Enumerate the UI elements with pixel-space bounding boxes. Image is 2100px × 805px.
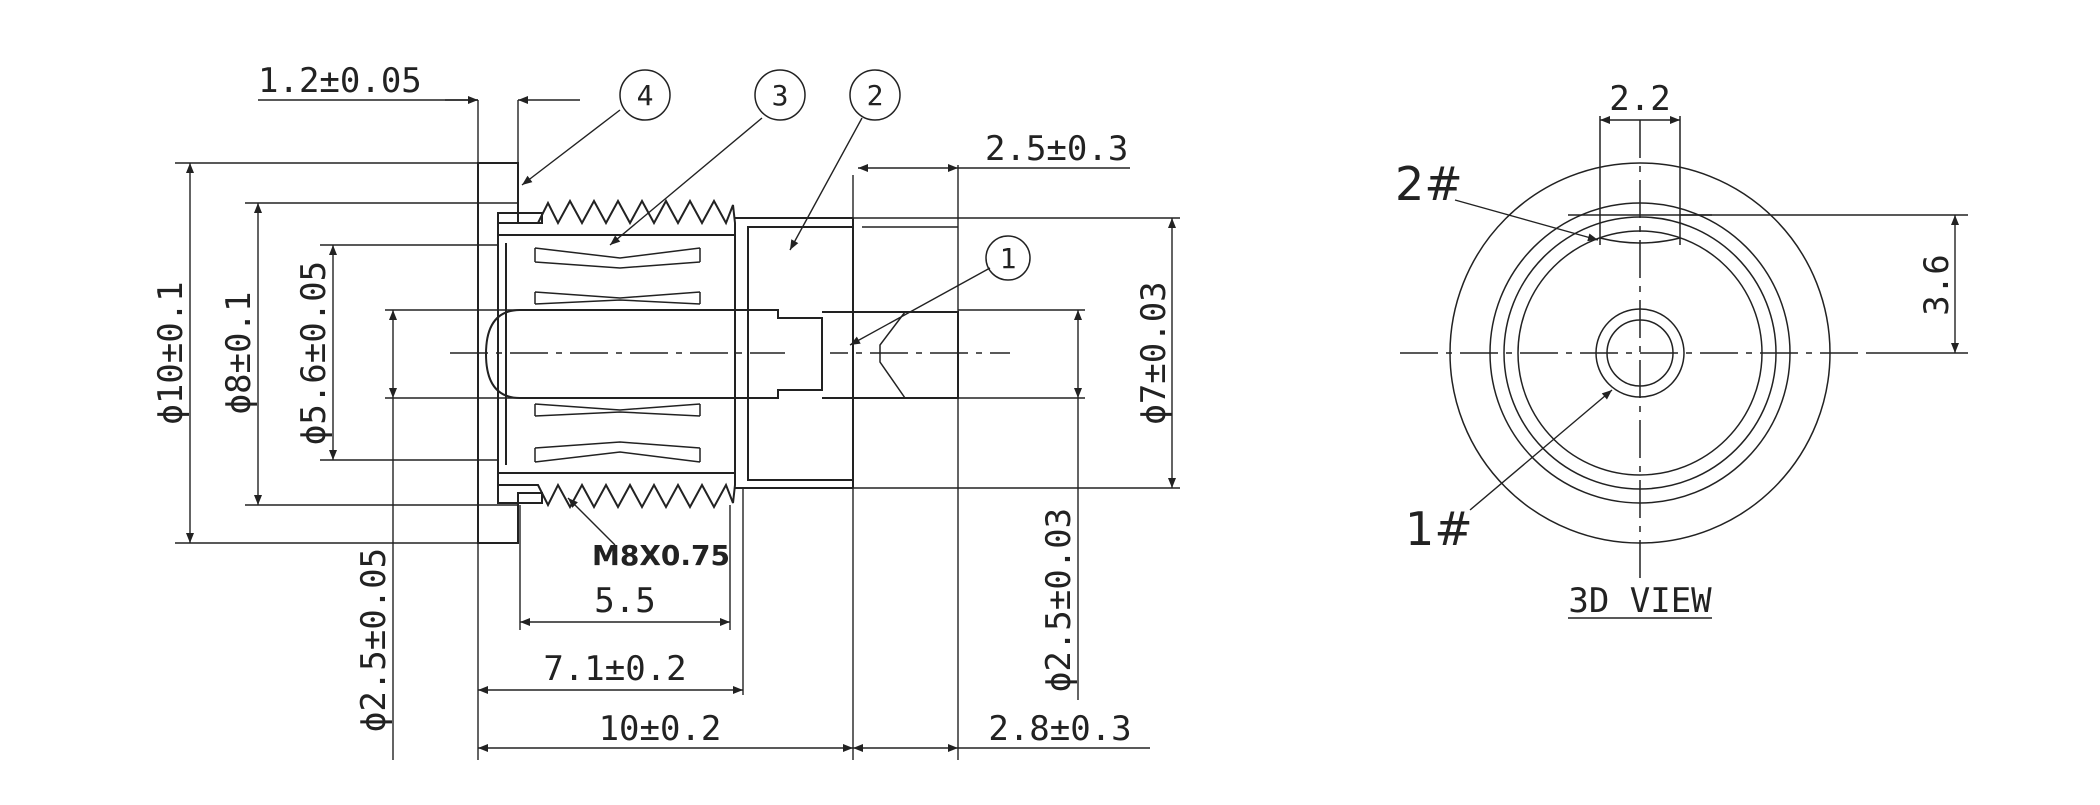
dim-slot-depth: 3.6 [1917, 254, 1957, 315]
view-title: 3D VIEW [1568, 581, 1712, 621]
dim-sleeve-length: 7.1±0.2 [543, 649, 686, 689]
pin-outer [1595, 308, 1685, 398]
balloon-4 [619, 69, 671, 121]
dim-contact-diameter: ϕ2.5±0.03 [1039, 508, 1079, 692]
thread-ring [1489, 202, 1791, 504]
label-1: 1# [1405, 502, 1473, 556]
dim-slot-width: 2.2 [1609, 79, 1670, 119]
dim-tip-extension: 2.8±0.3 [988, 709, 1131, 749]
thread-top [497, 198, 736, 236]
end-view: 2.2 3.6 2# 1# 3D VIEW [1395, 79, 1968, 621]
dim-pin-diameter: ϕ2.5±0.05 [354, 548, 394, 732]
dim-overall-length: 10±0.2 [599, 709, 722, 749]
side-view: 4 3 2 1 1.2±0.05 2.5±0.3 ϕ10±0.1 ϕ8±0.1 … [151, 61, 1180, 760]
balloon-2 [849, 69, 901, 121]
dim-inner-diameter: ϕ5.6±0.05 [294, 261, 334, 445]
pin-inner [1606, 319, 1674, 387]
dim-outer-diameter: ϕ10±0.1 [151, 281, 191, 424]
balloon-4-label: 4 [637, 79, 654, 112]
thread-bottom [497, 472, 736, 510]
dim-thread-diameter: ϕ8±0.1 [219, 292, 259, 415]
balloon-3 [754, 69, 806, 121]
tip-cone [879, 311, 906, 399]
slot-bottom [1599, 237, 1681, 244]
outer-ring [1449, 162, 1831, 544]
contact-tip [822, 311, 959, 399]
slot-sides [1599, 116, 1681, 245]
center-pin [484, 309, 823, 399]
dim-body-diameter: ϕ7±0.03 [1134, 281, 1174, 424]
dim-thread-length: 5.5 [594, 581, 655, 621]
sleeve-ring [1503, 216, 1777, 490]
balloon-1-label: 1 [1000, 242, 1017, 275]
spring-fingers [534, 247, 701, 463]
balloon-2-label: 2 [867, 79, 884, 112]
thread-spec-label: M8X0.75 [592, 539, 730, 572]
dim-flange-thickness: 1.2±0.05 [258, 61, 422, 101]
label-2: 2# [1395, 157, 1463, 211]
inner-ring [1517, 230, 1763, 476]
dim-tip-length: 2.5±0.3 [985, 129, 1128, 169]
balloon-1 [985, 235, 1031, 281]
balloon-3-label: 3 [772, 79, 789, 112]
